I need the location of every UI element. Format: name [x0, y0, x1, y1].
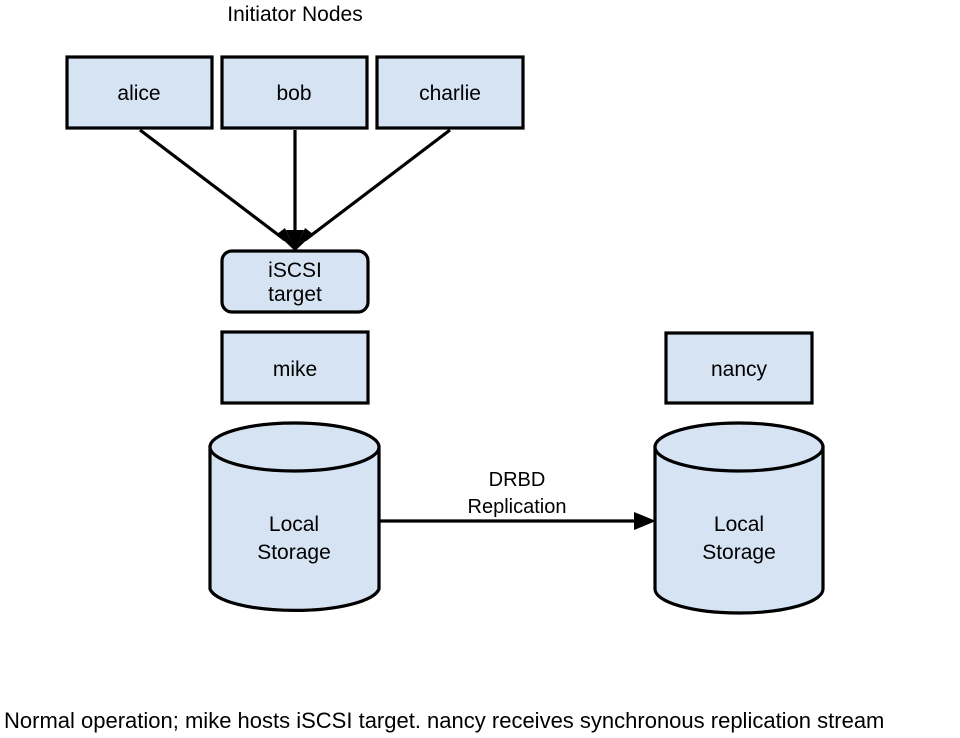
diagram-caption: Normal operation; mike hosts iSCSI targe… — [4, 708, 884, 733]
node-charlie-box[interactable] — [375, 55, 525, 130]
cylinder-top-right[interactable] — [653, 421, 825, 473]
node-bob-box[interactable] — [220, 55, 369, 130]
node-local-storage-right[interactable]: Local Storage — [653, 421, 825, 615]
node-local-storage-left-label-line2: Storage — [257, 541, 331, 564]
cylinder-body-right[interactable] — [653, 445, 825, 615]
node-nancy-box[interactable] — [664, 331, 814, 405]
node-local-storage-right-label-line1: Local — [714, 513, 764, 536]
edge-drbd-label-line2: Replication — [468, 496, 567, 518]
node-mike-label: mike — [273, 358, 317, 381]
edge-charlie-to-target — [304, 128, 451, 242]
initiator-to-target-edges — [139, 128, 451, 252]
node-iscsi-target[interactable]: iSCSI target — [220, 249, 370, 314]
drbd-replication-edge: DRBD Replication — [379, 469, 656, 530]
node-nancy-label: nancy — [711, 358, 768, 381]
node-local-storage-left-label-line1: Local — [269, 513, 319, 536]
node-alice-box[interactable] — [65, 55, 214, 130]
cylinder-body-left[interactable] — [208, 445, 381, 612]
node-iscsi-target-label-line2: target — [268, 283, 322, 306]
node-local-storage-right-label-line2: Storage — [702, 541, 776, 564]
node-iscsi-target-box[interactable] — [220, 249, 370, 314]
node-alice[interactable]: alice — [65, 55, 214, 130]
node-charlie[interactable]: charlie — [375, 55, 525, 130]
diagram-title: Initiator Nodes — [227, 3, 362, 26]
arrowhead-charlie — [295, 228, 313, 251]
arrowhead-drbd — [634, 512, 656, 530]
node-alice-label: alice — [117, 82, 160, 105]
node-iscsi-target-label-line1: iSCSI — [268, 259, 322, 282]
node-bob[interactable]: bob — [220, 55, 369, 130]
edge-drbd-label-line1: DRBD — [489, 469, 546, 491]
arrowhead-alice — [277, 228, 295, 251]
cylinder-top-left[interactable] — [208, 421, 381, 473]
node-bob-label: bob — [276, 82, 311, 105]
node-mike[interactable]: mike — [220, 330, 370, 405]
edge-alice-to-target — [139, 128, 286, 242]
node-charlie-label: charlie — [419, 82, 481, 105]
node-local-storage-left[interactable]: Local Storage — [208, 421, 381, 612]
node-nancy[interactable]: nancy — [664, 331, 814, 405]
node-mike-box[interactable] — [220, 330, 370, 405]
arrowhead-bob — [286, 230, 304, 252]
